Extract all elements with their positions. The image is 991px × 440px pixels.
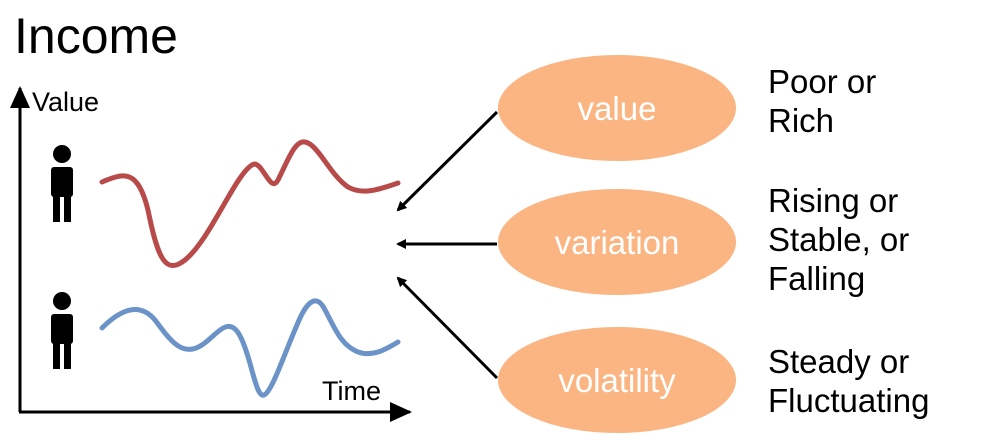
person-icon: [51, 145, 73, 222]
description-line: Falling: [768, 260, 866, 297]
aspect-variation: variation: [498, 189, 736, 295]
value-description: Poor or Rich: [768, 62, 876, 140]
value-arrow: [396, 110, 499, 212]
variation-description: Rising or Stable, or Falling: [768, 181, 909, 298]
description-line: Stable, or: [768, 221, 910, 258]
description-line: Steady or: [768, 343, 910, 380]
svg-text:volatility: volatility: [558, 362, 676, 399]
svg-text:variation: variation: [555, 224, 680, 261]
y-axis-label: Value: [32, 87, 99, 117]
aspect-volatility: volatility: [498, 327, 736, 433]
description-line: Poor or: [768, 63, 877, 100]
svg-text:value: value: [578, 90, 657, 127]
x-axis-label: Time: [322, 376, 381, 406]
diagram-title: Income: [14, 8, 178, 64]
description-line: Rising or: [768, 182, 899, 219]
income-curve-rich: [99, 139, 401, 268]
income-curve-poor: [99, 298, 401, 398]
description-line: Rich: [768, 102, 835, 139]
volatility-description: Steady or Fluctuating: [768, 342, 929, 420]
aspect-value: value: [498, 55, 736, 161]
person-icon: [51, 292, 73, 369]
volatility-arrow: [396, 276, 499, 380]
description-line: Fluctuating: [768, 382, 930, 419]
